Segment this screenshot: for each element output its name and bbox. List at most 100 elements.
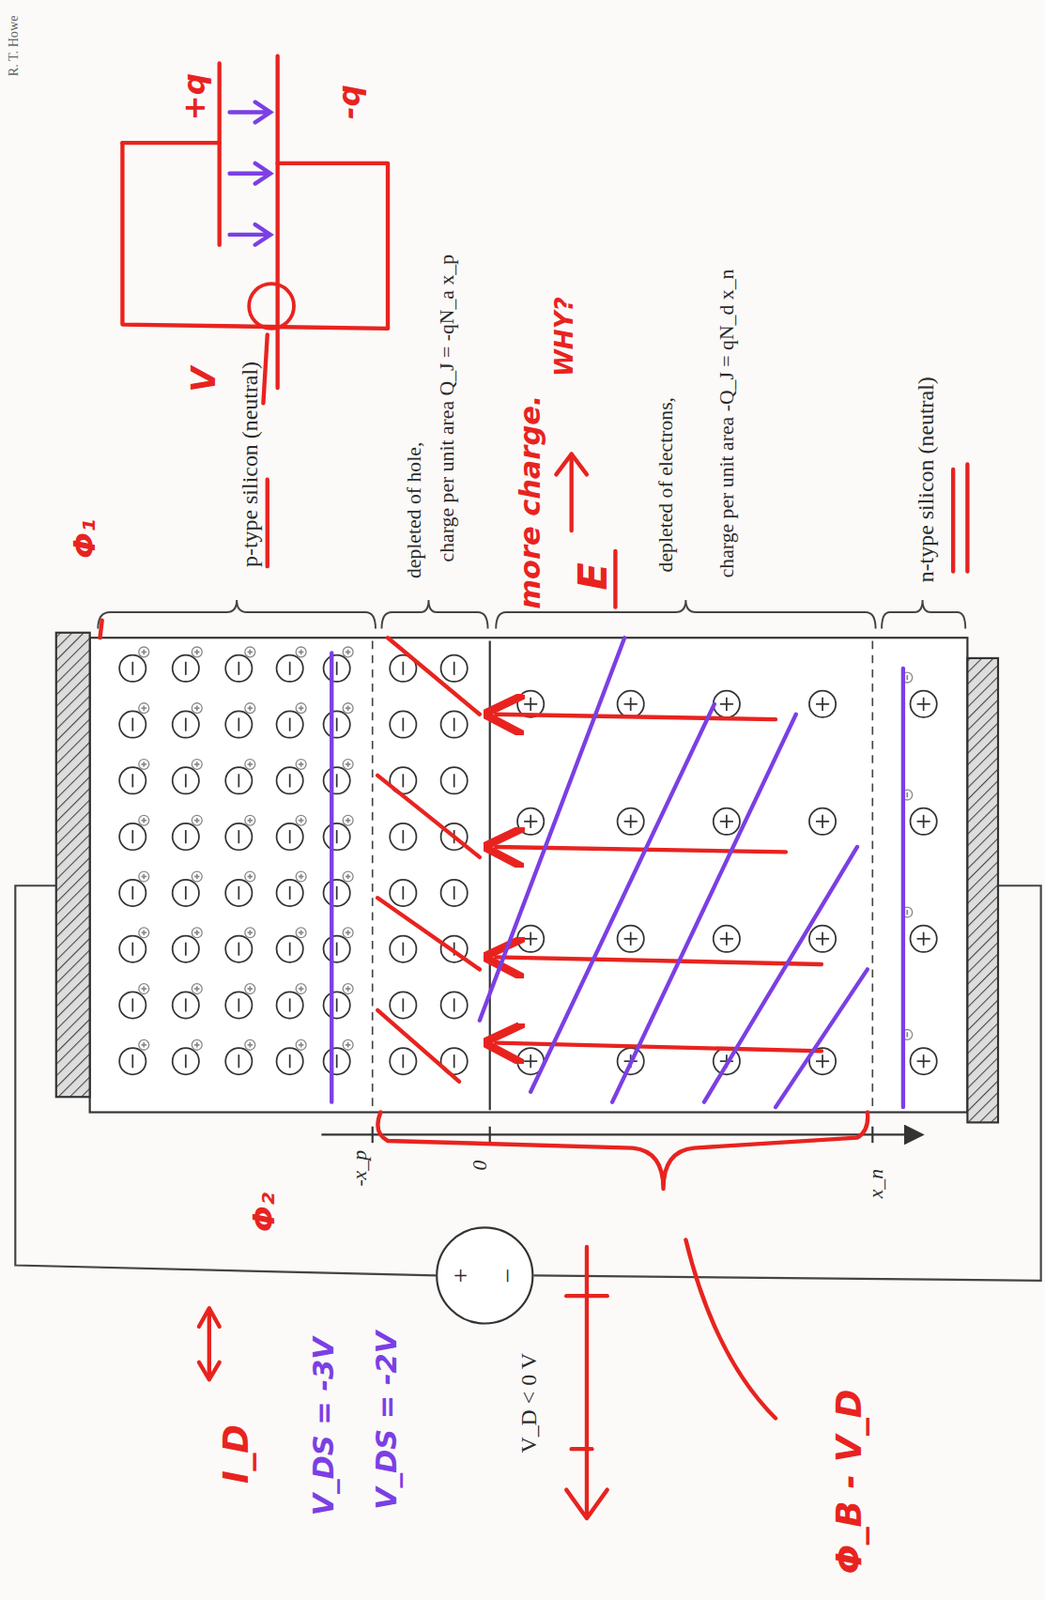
ion-symbol [523, 1060, 538, 1062]
ion-symbol [617, 925, 645, 953]
ion-symbol [323, 1047, 351, 1075]
ion-symbol [517, 808, 544, 835]
illustration-part [566, 1490, 607, 1519]
ion-symbol [131, 661, 134, 676]
hand-note: V [185, 367, 222, 393]
ion-symbol [245, 871, 256, 882]
ion-symbol [336, 661, 339, 676]
ion-symbol [131, 998, 134, 1012]
illustration-part [371, 640, 374, 1110]
axis-label: 0 [468, 1160, 492, 1171]
polarity-sign: + [446, 1267, 477, 1283]
ion-symbol [910, 808, 938, 835]
ion-symbol [172, 767, 200, 794]
ion-symbol [815, 937, 830, 940]
ion-symbol [289, 829, 292, 844]
ion-symbol [141, 651, 147, 654]
illustration-part [965, 463, 969, 571]
ion-symbol [191, 703, 202, 714]
illustration-part [555, 454, 587, 476]
ion-symbol [323, 991, 351, 1018]
ion-symbol [401, 661, 404, 676]
ion-symbol [138, 927, 150, 938]
ion-symbol [815, 1060, 830, 1062]
ion-symbol [323, 710, 351, 738]
ion-symbol [237, 661, 240, 676]
ion-symbol [336, 718, 339, 732]
illustration-part [329, 653, 334, 1103]
region-label: p-type silicon (neutral) [237, 361, 262, 568]
ion-symbol [713, 808, 740, 835]
illustration-part [230, 224, 271, 246]
ion-symbol [191, 871, 202, 882]
ion-symbol [342, 703, 354, 714]
ion-symbol [809, 808, 836, 835]
ion-symbol [441, 879, 468, 907]
ion-symbol [131, 773, 134, 787]
ion-symbol [119, 710, 146, 738]
illustration-part [489, 1126, 492, 1143]
ion-symbol [247, 875, 253, 878]
ion-symbol [295, 927, 307, 938]
ion-symbol [342, 1039, 354, 1050]
ion-symbol [247, 763, 253, 766]
hand-note: Φ₂ [245, 1192, 280, 1232]
ion-symbol [172, 823, 200, 850]
illustration-part [97, 599, 376, 629]
ion-symbol [247, 819, 253, 822]
voltage-label: V_D < 0 V [516, 1352, 541, 1454]
illustration-part [584, 1246, 589, 1516]
ion-symbol [237, 773, 240, 787]
ion-symbol [906, 675, 908, 680]
ion-symbol [713, 925, 740, 953]
illustration-part [122, 140, 219, 145]
hand-note: I_D [217, 1424, 257, 1484]
ion-symbol [172, 1047, 200, 1075]
ion-symbol [245, 759, 256, 770]
illustration-part [230, 102, 904, 1107]
illustration-part [100, 56, 969, 1519]
hand-note: WHY? [551, 296, 579, 377]
ion-symbol [245, 983, 256, 995]
polarity-sign: − [493, 1267, 523, 1283]
illustration-part [122, 142, 388, 329]
illustration-part [217, 62, 222, 245]
ion-symbol [184, 661, 187, 676]
ion-symbol [289, 1054, 292, 1068]
ion-symbol [141, 931, 147, 934]
illustration-part [530, 704, 715, 1092]
region-label: depleted of hole, [401, 442, 425, 579]
ion-symbol [441, 710, 468, 738]
ion-symbol [336, 829, 339, 844]
ion-symbol [906, 1031, 908, 1037]
ion-symbol [289, 773, 292, 787]
ion-symbol [119, 823, 146, 850]
ion-symbol [191, 927, 202, 938]
ion-symbol [276, 879, 304, 907]
ion-symbol [276, 767, 304, 794]
ion-symbol [517, 925, 544, 953]
ion-symbol [917, 820, 931, 823]
ion-symbol [247, 931, 253, 934]
ion-symbol [225, 655, 252, 682]
ion-symbol [184, 829, 187, 844]
illustration-part [568, 454, 573, 532]
ion-symbol [245, 646, 256, 658]
ion-symbol [342, 814, 354, 826]
ion-symbol [184, 773, 187, 787]
ion-symbol [345, 1044, 351, 1046]
ion-symbol [523, 703, 538, 706]
ion-symbol [131, 718, 134, 732]
ion-symbol [191, 814, 202, 826]
ion-symbol [295, 983, 307, 995]
illustration-part [566, 1293, 607, 1298]
illustration-part [382, 599, 489, 629]
ion-symbol [138, 646, 150, 658]
illustration-part [871, 1126, 874, 1143]
ion-symbol [237, 1054, 240, 1068]
ion-symbol [401, 773, 404, 787]
ion-symbol [345, 651, 351, 654]
ion-symbol [184, 942, 187, 956]
ion-symbol [401, 998, 404, 1012]
